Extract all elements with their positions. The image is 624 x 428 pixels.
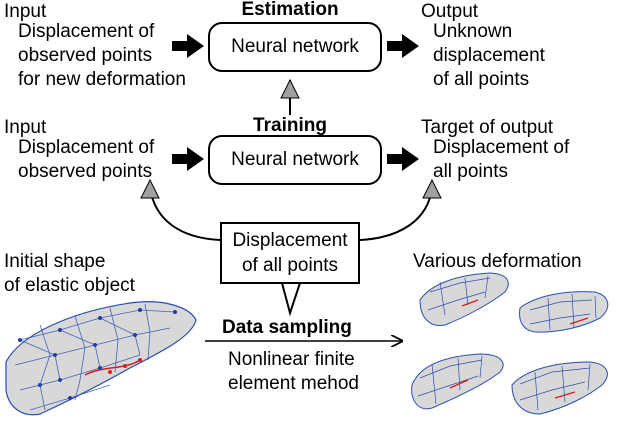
- estimation-output-line-2: displacement: [433, 45, 545, 66]
- training-input-line-2: observed points: [18, 161, 153, 182]
- callout-line-2: of all points: [241, 255, 339, 276]
- training-output-label: Target of output: [421, 117, 554, 138]
- training-output-arrow: [387, 147, 419, 171]
- estimation-input-line-2: observed points: [18, 45, 153, 66]
- estimation-input-line-3: for new deformation: [18, 69, 186, 90]
- estimation-output-arrow: [387, 34, 419, 58]
- training-output-line-2: all points: [433, 161, 508, 182]
- method-line-2: element mehod: [228, 373, 359, 394]
- various-deformation-label: Various deformation: [413, 251, 582, 272]
- callout-line-1: Displacement: [232, 230, 348, 251]
- deformed-mesh-2: [519, 291, 609, 333]
- method-line-1: Nonlinear finite: [228, 349, 355, 370]
- estimation-output-label: Output: [421, 1, 479, 22]
- callout-to-input-arrowhead: [140, 178, 160, 199]
- initial-shape-line-2: of elastic object: [4, 275, 135, 296]
- callout-to-input-arrow: [149, 187, 221, 241]
- training-input-label: Input: [4, 117, 47, 138]
- training-neural-network: Neural network: [208, 135, 382, 185]
- deformed-mesh-4: [511, 361, 608, 415]
- training-input-arrow: [172, 147, 204, 171]
- training-title: Training: [253, 115, 327, 136]
- initial-liver-mesh: [5, 301, 197, 416]
- estimation-output-line-1: Unknown: [433, 21, 513, 42]
- estimation-title: Estimation: [241, 0, 339, 20]
- training-to-estimation-arrowhead: [280, 78, 300, 99]
- estimation-input-line-1: Displacement of: [18, 21, 155, 42]
- estimation-neural-network: Neural network: [208, 22, 382, 72]
- callout-text: Displacement of all points: [220, 228, 360, 278]
- callout-tail: [280, 282, 302, 317]
- callout-to-target-arrow: [359, 187, 433, 241]
- initial-shape-line-1: Initial shape: [4, 251, 106, 272]
- training-output-line-1: Displacement of: [433, 137, 570, 158]
- estimation-output-line-3: of all points: [433, 69, 530, 90]
- deformed-mesh-1: [419, 272, 509, 327]
- deformed-mesh-3: [411, 353, 504, 410]
- data-sampling-title: Data sampling: [222, 317, 352, 338]
- training-input-line-1: Displacement of: [18, 137, 155, 158]
- estimation-input-label: Input: [4, 1, 47, 22]
- estimation-input-arrow: [172, 34, 204, 58]
- callout-to-target-arrowhead: [422, 178, 442, 199]
- callout-box: [220, 222, 360, 284]
